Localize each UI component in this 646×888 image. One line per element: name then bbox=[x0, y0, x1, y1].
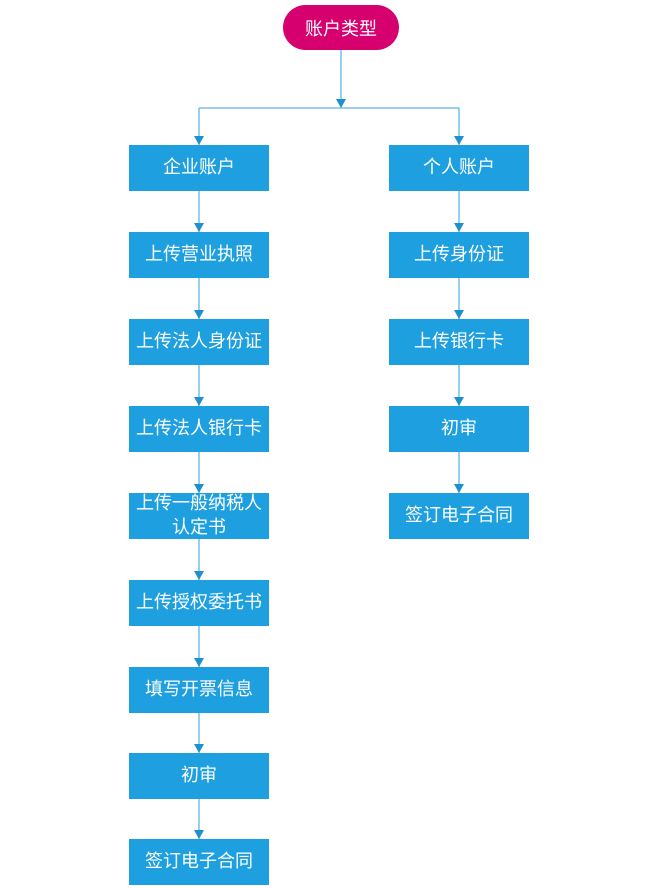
arrow-icon bbox=[194, 744, 204, 753]
enterprise-step-6: 填写开票信息 bbox=[129, 667, 269, 713]
arrow-icon bbox=[336, 99, 346, 108]
enterprise-step-3: 上传法人银行卡 bbox=[129, 406, 269, 452]
enterprise-step-2: 上传法人身份证 bbox=[129, 319, 269, 365]
arrow-icon bbox=[194, 397, 204, 406]
arrow-icon bbox=[194, 571, 204, 580]
enterprise-step-8: 签订电子合同 bbox=[129, 839, 269, 885]
arrow-icon bbox=[454, 397, 464, 406]
enterprise-step-0: 企业账户 bbox=[129, 145, 269, 191]
enterprise-step-7: 初审 bbox=[129, 753, 269, 799]
arrow-icon bbox=[454, 136, 464, 145]
arrow-icon bbox=[454, 223, 464, 232]
arrow-icon bbox=[194, 310, 204, 319]
arrow-icon bbox=[194, 830, 204, 839]
arrow-icon bbox=[194, 484, 204, 493]
arrow-icon bbox=[194, 136, 204, 145]
personal-step-3: 初审 bbox=[389, 406, 529, 452]
arrow-icon bbox=[194, 223, 204, 232]
personal-step-1: 上传身份证 bbox=[389, 232, 529, 278]
personal-step-4: 签订电子合同 bbox=[389, 493, 529, 539]
personal-step-2: 上传银行卡 bbox=[389, 319, 529, 365]
enterprise-step-5: 上传授权委托书 bbox=[129, 580, 269, 626]
start-node-account-type: 账户类型 bbox=[283, 5, 399, 50]
arrow-icon bbox=[454, 484, 464, 493]
arrow-icon bbox=[454, 310, 464, 319]
arrow-icon bbox=[194, 658, 204, 667]
personal-step-0: 个人账户 bbox=[389, 145, 529, 191]
enterprise-step-1: 上传营业执照 bbox=[129, 232, 269, 278]
enterprise-step-4: 上传一般纳税人认定书 bbox=[129, 493, 269, 539]
